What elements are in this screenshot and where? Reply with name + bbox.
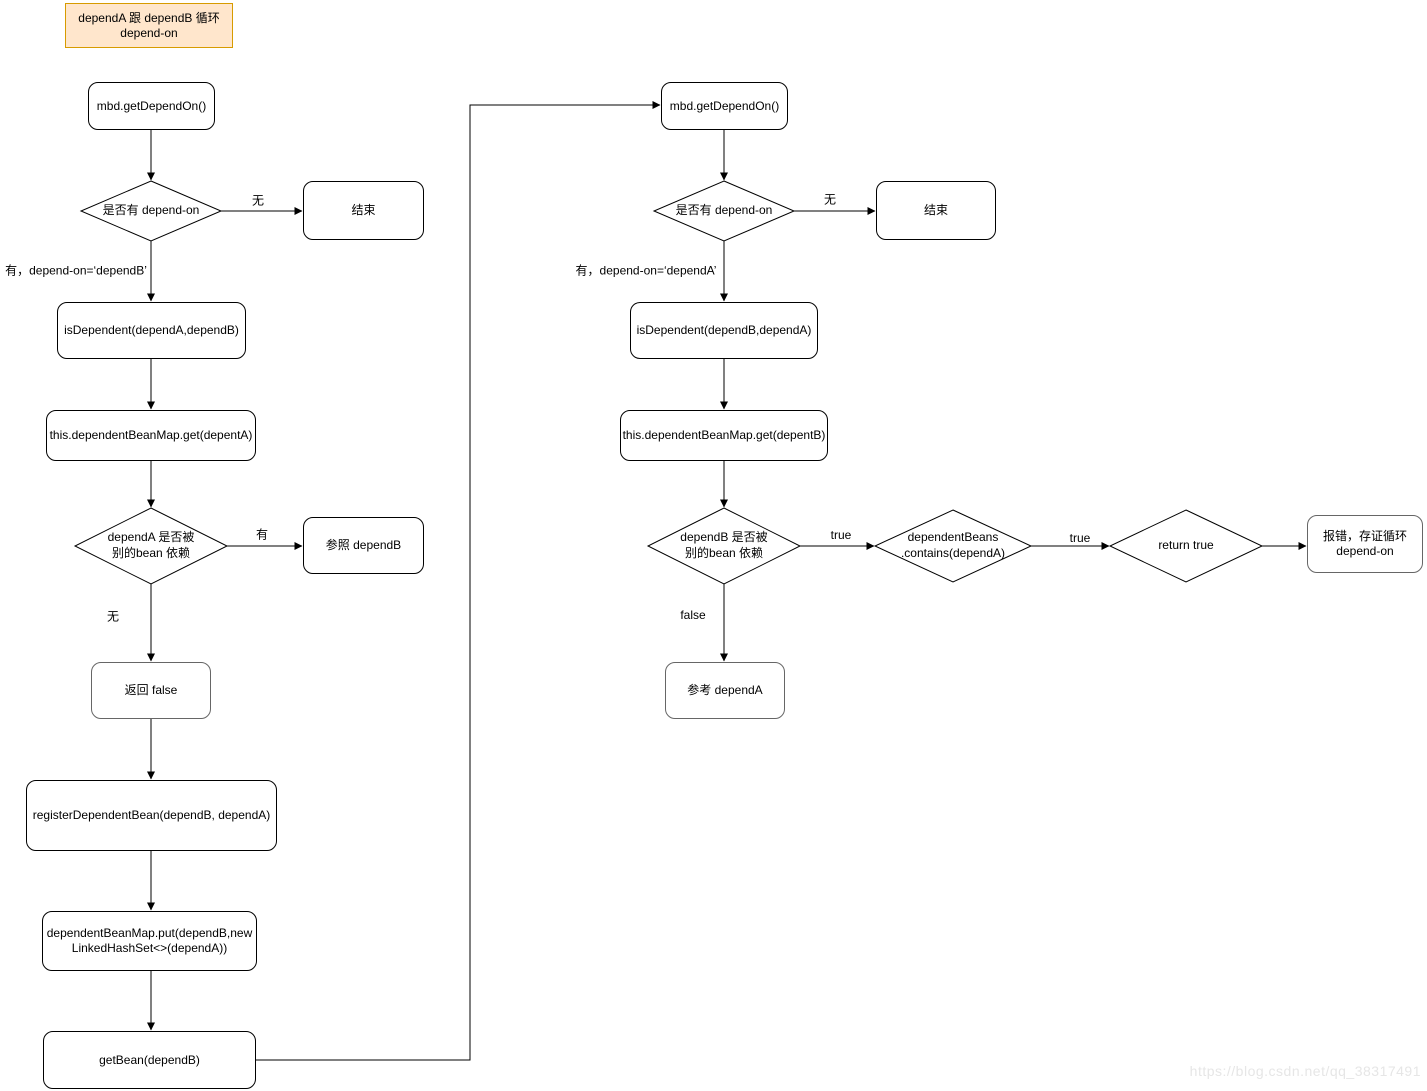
edge-label-l-yes: 有，depend-on=‘dependB’ — [3, 261, 149, 279]
node-ref-depend-b: 参照 dependB — [303, 517, 424, 574]
decision-shapes — [73, 180, 1264, 585]
diamond-contains — [873, 509, 1033, 583]
diamond-r-has-depend-on — [652, 180, 796, 242]
node-r-get-depend-on: mbd.getDependOn() — [661, 82, 788, 130]
node-l-get-depend-on: mbd.getDependOn() — [88, 82, 215, 130]
node-l-end: 结束 — [303, 181, 424, 240]
diamond-return-true — [1108, 509, 1264, 583]
diamond-l-is-depended — [73, 507, 229, 585]
edge-label-false: false — [678, 608, 708, 622]
node-ref-depend-a: 参考 dependA — [665, 662, 785, 719]
diamond-r-is-depended — [646, 507, 802, 585]
edge-label-l-no: 无 — [249, 191, 267, 209]
edge-label-r-no: 无 — [821, 190, 839, 208]
node-map-put: dependentBeanMap.put(dependB,new LinkedH… — [42, 911, 257, 971]
node-get-bean: getBean(dependB) — [43, 1031, 256, 1089]
edge-label-true-2: true — [1067, 531, 1093, 545]
edge-label-r-yes: 有，depend-on=‘dependA’ — [573, 261, 719, 279]
node-r-end: 结束 — [876, 181, 996, 240]
edge-getbean-loop-to-right — [256, 101, 661, 1061]
node-return-false: 返回 false — [91, 662, 211, 719]
node-r-map-get: this.dependentBeanMap.get(depentB) — [620, 410, 828, 461]
node-l-map-get: this.dependentBeanMap.get(depentA) — [46, 410, 256, 461]
node-register-dependent-bean: registerDependentBean(dependB, dependA) — [26, 780, 277, 851]
node-r-is-dependent: isDependent(dependB,dependA) — [630, 302, 818, 359]
edge-label-l-has: 有 — [253, 525, 271, 543]
diagram-title: dependA 跟 dependB 循环 depend-on — [65, 3, 233, 48]
edge-label-l-none: 无 — [104, 607, 122, 625]
node-error-circular: 报错，存证循环 depend-on — [1307, 515, 1423, 573]
flow-arrows — [147, 101, 1307, 1061]
node-l-is-dependent: isDependent(dependA,dependB) — [57, 302, 246, 359]
edge-label-true-1: true — [828, 528, 854, 542]
watermark-url: https://blog.csdn.net/qq_38317491 — [1189, 1063, 1421, 1079]
diamond-l-has-depend-on — [79, 180, 223, 242]
